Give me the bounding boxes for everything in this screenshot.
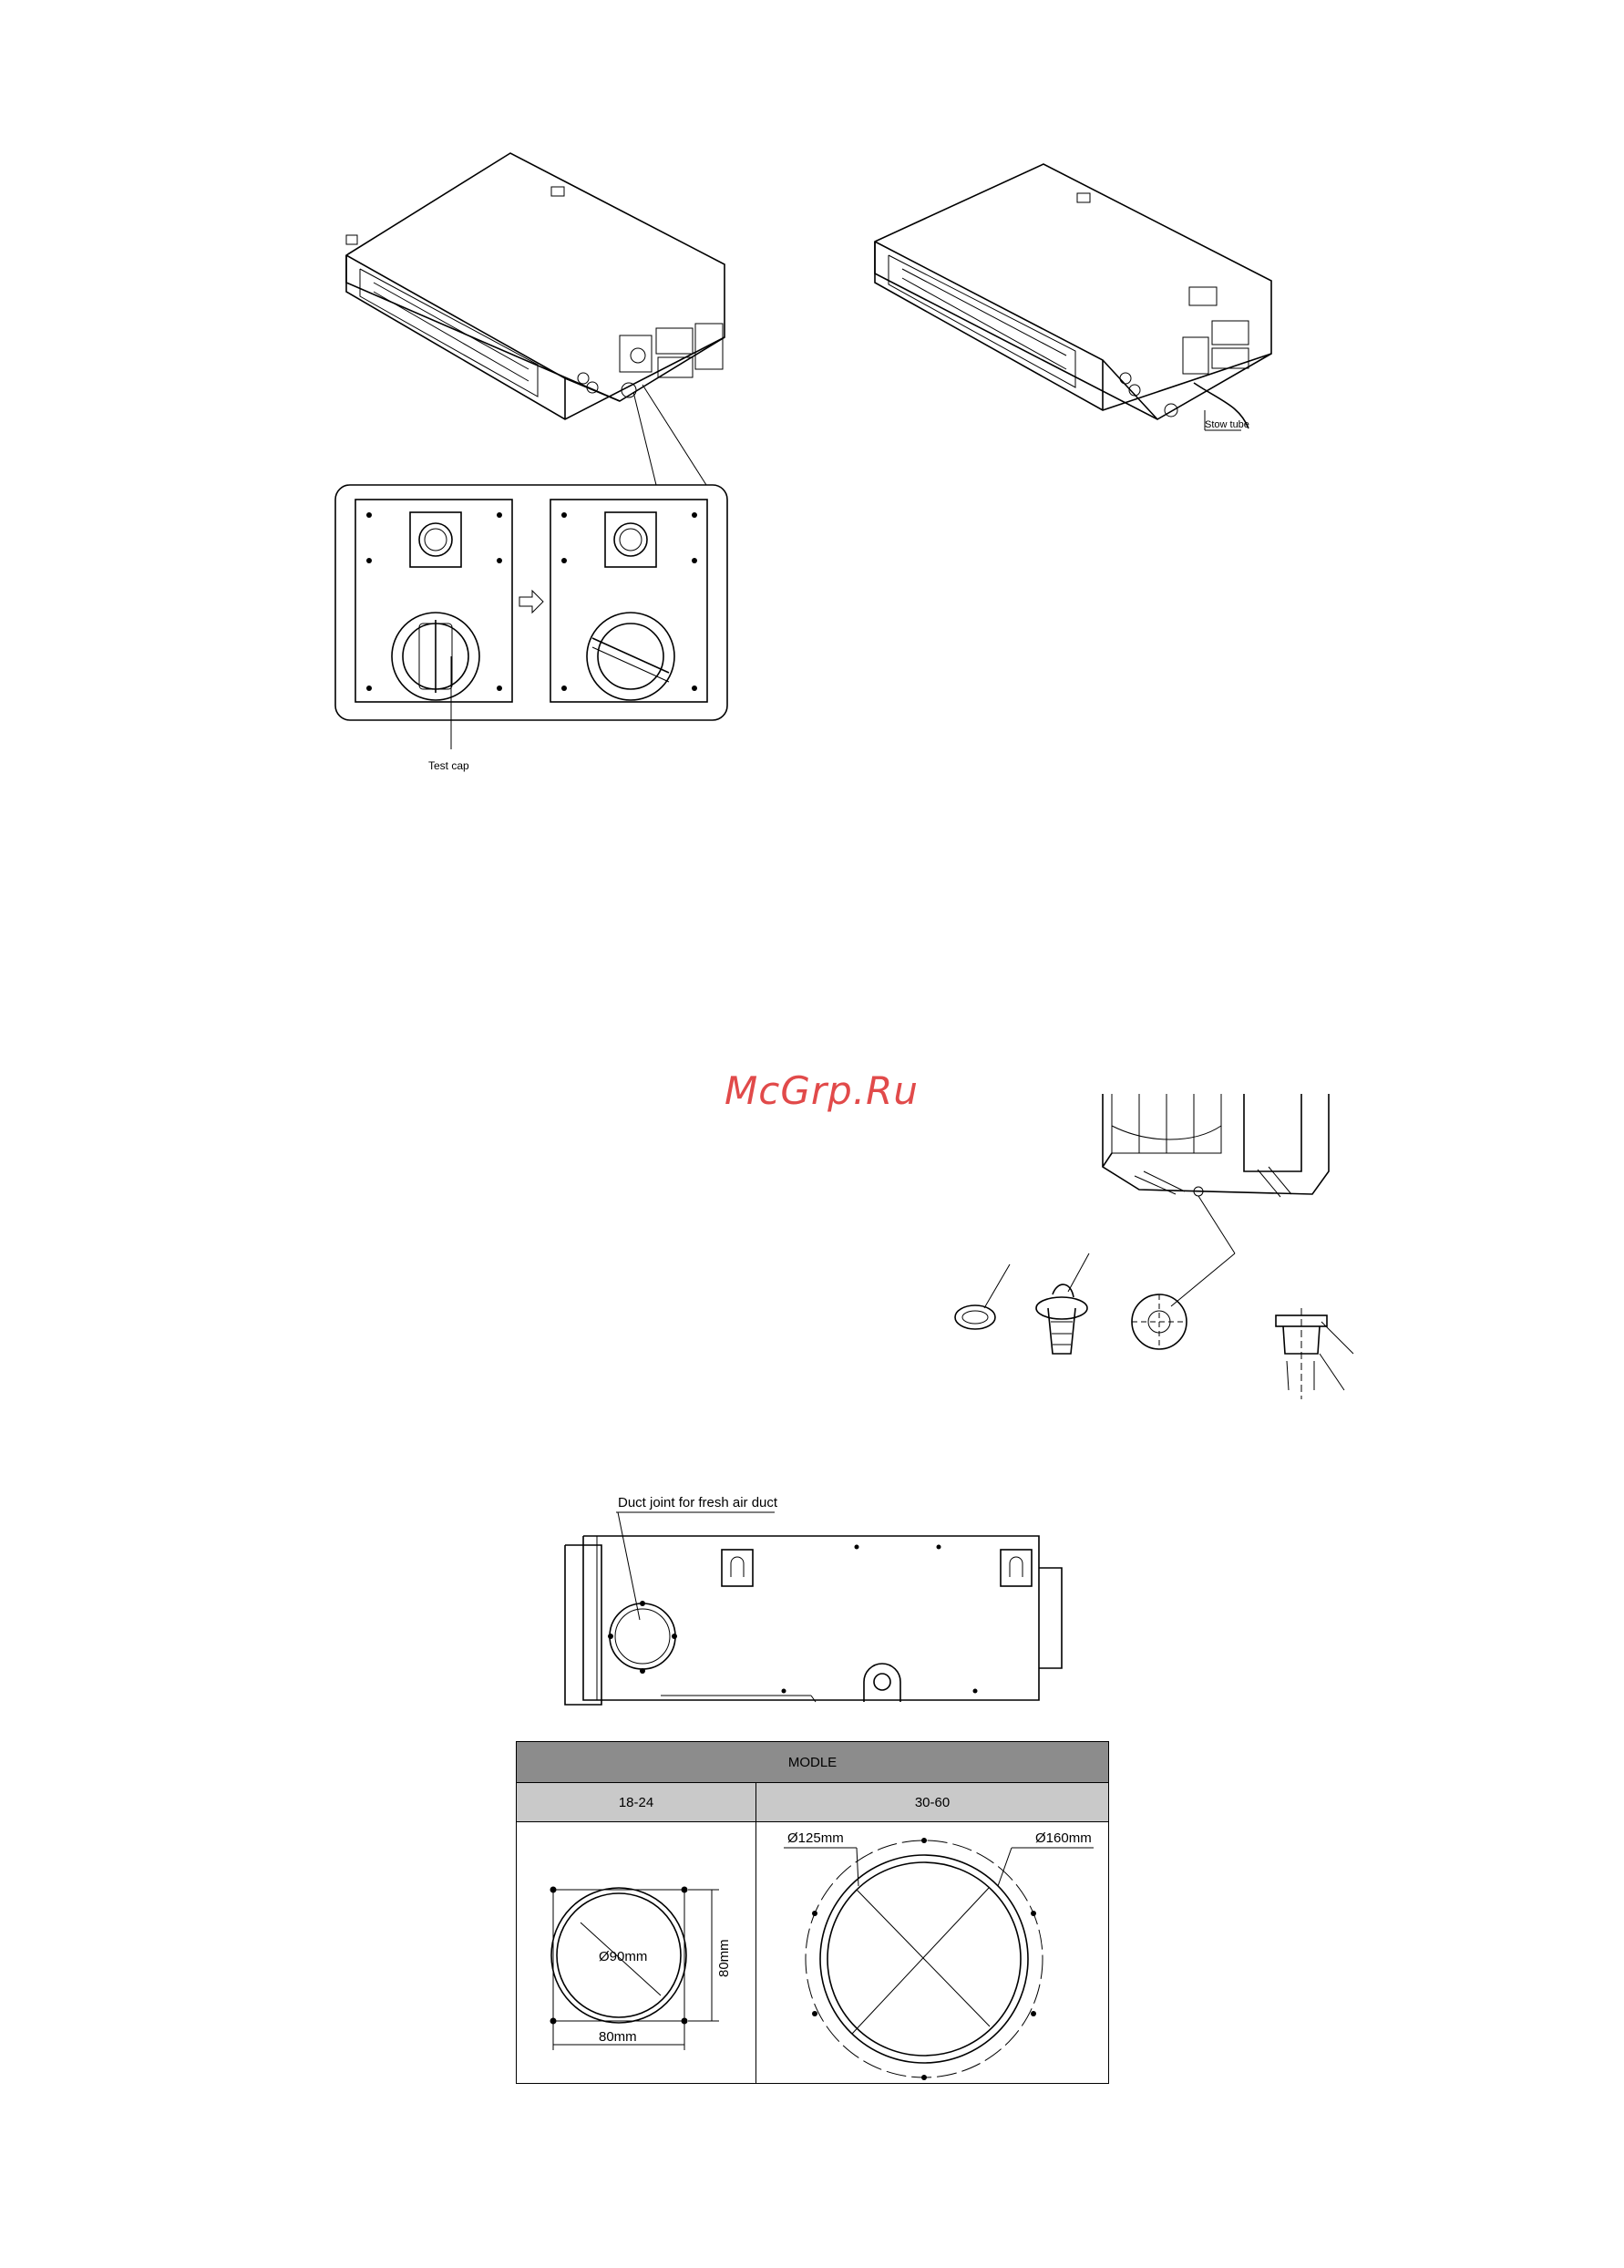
unit-stow-tube-figure: Stow tube	[866, 146, 1285, 456]
model-header: MODLE	[517, 1742, 1109, 1783]
model-col-30-60: 30-60	[756, 1783, 1109, 1822]
drain-ring-part	[955, 1264, 1010, 1329]
drain-parts-figure	[920, 1089, 1376, 1418]
large-flange-drawing: Ø125mm Ø160mm	[756, 1822, 1108, 2083]
small-diameter-label: Ø90mm	[599, 1949, 647, 1964]
indoor-unit-drawing-2	[875, 164, 1271, 428]
fresh-air-duct-figure: Duct joint for fresh air duct	[556, 1490, 1075, 1727]
test-cap-detail-frame	[335, 485, 727, 720]
model-table: MODLE 18-24 30-60 Ø90mm	[516, 1741, 1109, 2084]
indoor-unit-drawing	[346, 153, 725, 419]
unit-test-cap-figure: Test cap	[319, 146, 738, 793]
test-cap-panel-before	[355, 500, 512, 702]
large-inner-diameter-label: Ø125mm	[787, 1830, 844, 1846]
large-outer-diameter-label: Ø160mm	[1035, 1830, 1092, 1846]
drain-washer-part	[1132, 1253, 1235, 1349]
drain-assembly	[1276, 1308, 1353, 1399]
small-height-label: 80mm	[716, 1939, 732, 1977]
side-panel-drawing	[565, 1536, 1062, 1705]
unit-bottom-drawing	[1103, 1094, 1329, 1253]
watermark: McGrp.Ru	[725, 1068, 919, 1113]
small-flange-drawing: Ø90mm 80mm 80mm	[517, 1822, 755, 2083]
duct-joint-label: Duct joint for fresh air duct	[618, 1495, 778, 1510]
large-flange-cell: Ø125mm Ø160mm	[756, 1822, 1109, 2084]
model-col-18-24: 18-24	[517, 1783, 756, 1822]
small-flange-cell: Ø90mm 80mm 80mm	[517, 1822, 756, 2084]
drain-plug-part	[1036, 1253, 1089, 1354]
stow-tube-label: Stow tube	[1205, 419, 1249, 430]
small-width-label: 80mm	[599, 2029, 637, 2045]
test-cap-panel-after	[550, 500, 707, 702]
test-cap-label: Test cap	[428, 759, 469, 772]
